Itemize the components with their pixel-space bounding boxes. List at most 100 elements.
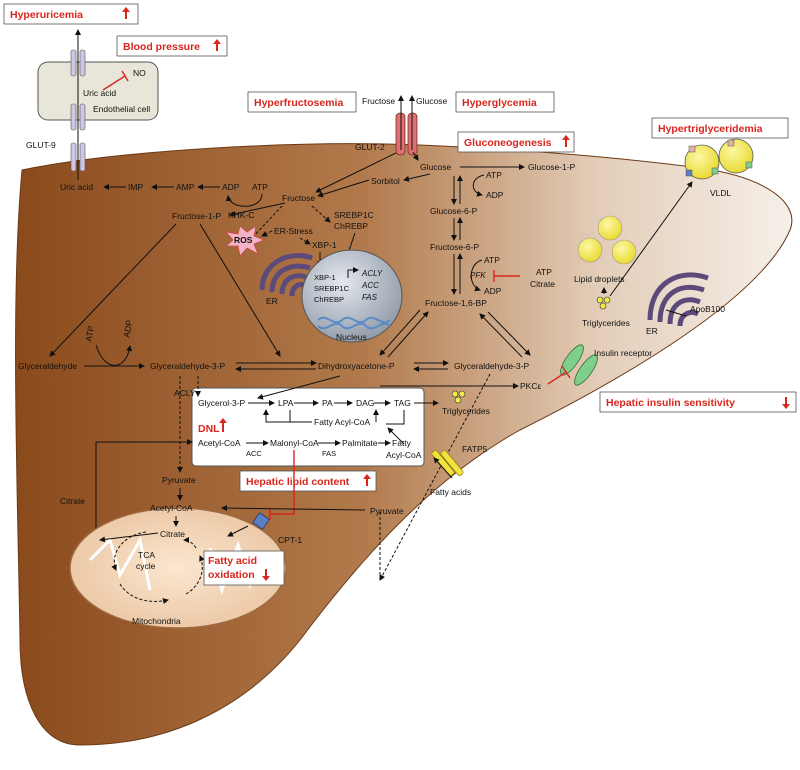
uric-acid-inhibits-no [102, 75, 126, 91]
hepatic-insulin-sensitivity-box: Hepatic insulin sensitivity [599, 391, 797, 413]
citrate-mito: Citrate [160, 529, 185, 539]
hyperfructosemia-box: Hyperfructosemia [247, 91, 357, 113]
glyceraldehyde-label: Glyceraldehyde [18, 361, 77, 371]
atp-1: ATP [486, 170, 502, 180]
palmitate-label: Palmitate [342, 438, 378, 448]
lpa-label: LPA [278, 398, 294, 408]
nucleus-srebp1c: SREBP1C [314, 284, 350, 293]
malonyl-coa-label: Malonyl-CoA [270, 438, 319, 448]
acc-enzyme: ACC [246, 449, 262, 458]
fructose-liver: Fructose [282, 193, 315, 203]
pkc-inhibits-insulin-receptor [547, 371, 567, 385]
uric-acid-liver: Uric acid [60, 182, 93, 192]
hepatic-lipid-content-box: Hepatic lipid content [239, 470, 377, 492]
svg-text:Hyperglycemia: Hyperglycemia [462, 97, 537, 109]
vldl-label: VLDL [710, 188, 732, 198]
glut9-label: GLUT-9 [26, 140, 56, 150]
pyruvate-right: Pyruvate [370, 506, 404, 516]
acyl-coa-label: Acyl-CoA [386, 450, 422, 460]
svg-text:Gluconeogenesis: Gluconeogenesis [464, 137, 552, 149]
citrate-inhibitor: Citrate [530, 279, 555, 289]
fatty-acyl-coa-label: Fatty Acyl-CoA [314, 417, 371, 427]
fatp5-label: FATP5 [462, 444, 488, 454]
citrate-cyto: Citrate [60, 496, 85, 506]
xbp1-label: XBP-1 [312, 240, 337, 250]
triglyceride-droplets-right [596, 296, 611, 310]
fructose-out: Fructose [362, 96, 395, 106]
svg-text:ROS: ROS [234, 235, 253, 245]
gene-fas: FAS [362, 293, 378, 302]
lipid-droplets-label: Lipid droplets [574, 274, 625, 284]
dag-label: DAG [356, 398, 374, 408]
fructose-import-arrow [315, 149, 403, 193]
atp-2: ATP [484, 255, 500, 265]
nucleus-chrebp: ChREBP [314, 295, 344, 304]
blood-pressure-box: Blood pressure [116, 35, 228, 57]
triglyceride-small-droplets [451, 390, 466, 404]
er-stress-label: ER-Stress [274, 226, 313, 236]
pa-label: PA [322, 398, 333, 408]
lipid-droplets [577, 215, 637, 265]
glut2-label: GLUT-2 [355, 142, 385, 152]
adp-gly: ADP [121, 319, 134, 338]
no-label: NO [133, 68, 146, 78]
atp-label: ATP [252, 182, 268, 192]
sorbitol-label: Sorbitol [371, 176, 400, 186]
pkc-epsilon-label: PKCε [520, 381, 541, 391]
glucose-out: Glucose [416, 96, 447, 106]
nucleus-xbp1: XBP-1 [314, 273, 336, 282]
svg-text:Hepatic insulin sensitivity: Hepatic insulin sensitivity [606, 397, 735, 409]
fatty-acids-label: Fatty acids [430, 487, 471, 497]
svg-text:oxidation: oxidation [208, 569, 255, 581]
amp-label: AMP [176, 182, 195, 192]
lipogenesis-box [191, 387, 425, 467]
glyceraldehyde-3p-right: Glyceraldehyde-3-P [454, 361, 529, 371]
mitochondria-label: Mitochondria [132, 616, 181, 626]
nucleus-label: Nucleus [336, 332, 367, 342]
ros-burst: ROS [224, 225, 266, 257]
tca-label: TCA [138, 550, 155, 560]
malonyl-coa-inhibits-cpt1 [270, 450, 295, 515]
svg-text:Hyperuricemia: Hyperuricemia [10, 9, 83, 21]
glycerol-3p-label: Glycerol-3-P [198, 398, 246, 408]
svg-text:Hyperfructosemia: Hyperfructosemia [254, 97, 343, 109]
fatty-label: Fatty [392, 438, 412, 448]
fatp5-transporter [431, 450, 464, 476]
pfk-label: PFK [470, 271, 486, 280]
insulin-receptor-label: Insulin receptor [594, 348, 652, 358]
khk-c-label: KHK-C [228, 210, 254, 220]
endothelial-cell [37, 61, 159, 121]
tag-label: TAG [394, 398, 411, 408]
triglycerides-right: Triglycerides [582, 318, 630, 328]
dnl-effect: DNL [198, 418, 227, 435]
glut9-transporter-mid [70, 103, 86, 131]
glucose-liver: Glucose [420, 162, 451, 172]
dhap-label: Dihydroxyacetone-P [318, 361, 395, 371]
adp-1: ADP [486, 190, 504, 200]
srebp1c-label: SREBP1C [334, 210, 374, 220]
fatty-acid-oxidation-box: Fatty acid oxidation [203, 550, 285, 586]
er-left-label: ER [266, 296, 278, 306]
glut9-transporter-liver [70, 142, 86, 172]
svg-text:Fatty acid: Fatty acid [208, 555, 257, 567]
svg-text:DNL: DNL [198, 423, 220, 435]
imp-label: IMP [128, 182, 143, 192]
triglycerides-lipo: Triglycerides [442, 406, 490, 416]
svg-text:Hypertriglyceridemia: Hypertriglyceridemia [658, 123, 763, 135]
tca-cycle-arrows [111, 531, 205, 605]
fructose-16bp-label: Fructose-1,6-BP [425, 298, 487, 308]
nucleus [301, 249, 403, 343]
adp-label: ADP [222, 182, 240, 192]
svg-text:Hepatic lipid content: Hepatic lipid content [246, 476, 350, 488]
er-right [647, 272, 709, 327]
fas-enzyme: FAS [322, 449, 336, 458]
acly-enzyme: ACLY [174, 388, 196, 398]
glucose-1p-label: Glucose-1-P [528, 162, 576, 172]
cycle-label: cycle [136, 561, 156, 571]
gluconeogenesis-box: Gluconeogenesis [457, 131, 575, 153]
hyperuricemia-box: Hyperuricemia [3, 3, 139, 25]
glucose-6p-label: Glucose-6-P [430, 206, 478, 216]
adp-2: ADP [484, 286, 502, 296]
cpt1-transporter [252, 512, 270, 530]
